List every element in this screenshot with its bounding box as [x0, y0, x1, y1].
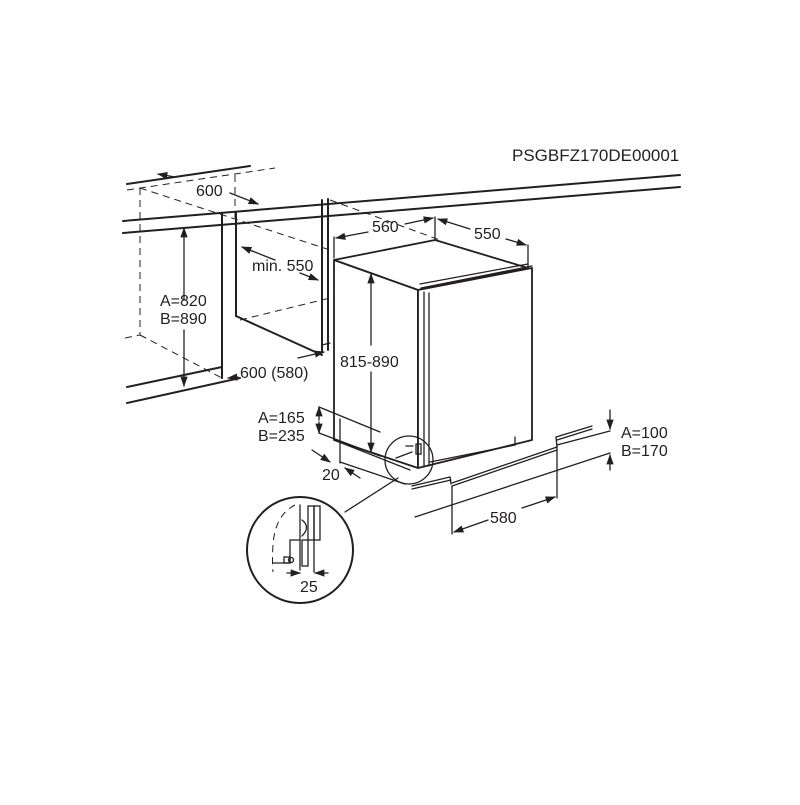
vent-height-a-label: A=100: [621, 425, 668, 442]
niche-width-label: 600: [196, 183, 223, 200]
plinth-height-b-label: B=235: [258, 428, 305, 445]
vent-plinth: [411, 425, 611, 535]
dim-arrow: [334, 231, 369, 240]
door-gap-label: 25: [300, 579, 318, 596]
dim-arrow: [344, 467, 361, 479]
appliance-width-label: 560: [372, 219, 399, 236]
vent-height-b-label: B=170: [621, 443, 668, 460]
niche-depth-label: min. 550: [252, 258, 313, 275]
niche-height-a-label: A=820: [160, 293, 207, 310]
vent-width-label: 580: [490, 510, 517, 527]
niche-cabinet: [122, 165, 681, 404]
appliance-body: [333, 239, 533, 485]
dim-arrow: [226, 373, 239, 381]
appliance-depth-label: 550: [474, 226, 501, 243]
dim-arrow: [505, 238, 527, 246]
niche-floor-depth-label: 600 (580): [240, 365, 309, 382]
hinge-detail: 25: [246, 496, 354, 604]
dim-arrow: [453, 519, 489, 533]
dim-arrow: [437, 218, 471, 230]
dim-arrow: [297, 350, 326, 359]
niche-height-b-label: B=890: [160, 311, 207, 328]
plinth-height-a-label: A=165: [258, 410, 305, 427]
dim-arrow: [241, 246, 276, 261]
appliance-height-label: 815-890: [340, 354, 399, 371]
dim-arrow: [156, 172, 176, 180]
dim-arrow: [521, 496, 556, 509]
dim-arrow: [404, 216, 435, 225]
model-code: PSGBFZ170DE00001: [512, 146, 679, 165]
dim-arrow: [311, 449, 331, 463]
dim-arrow: [229, 192, 259, 205]
plinth-offset-label: 20: [322, 467, 340, 484]
dim-arrow: [299, 272, 319, 281]
detail-marker: [344, 435, 434, 513]
